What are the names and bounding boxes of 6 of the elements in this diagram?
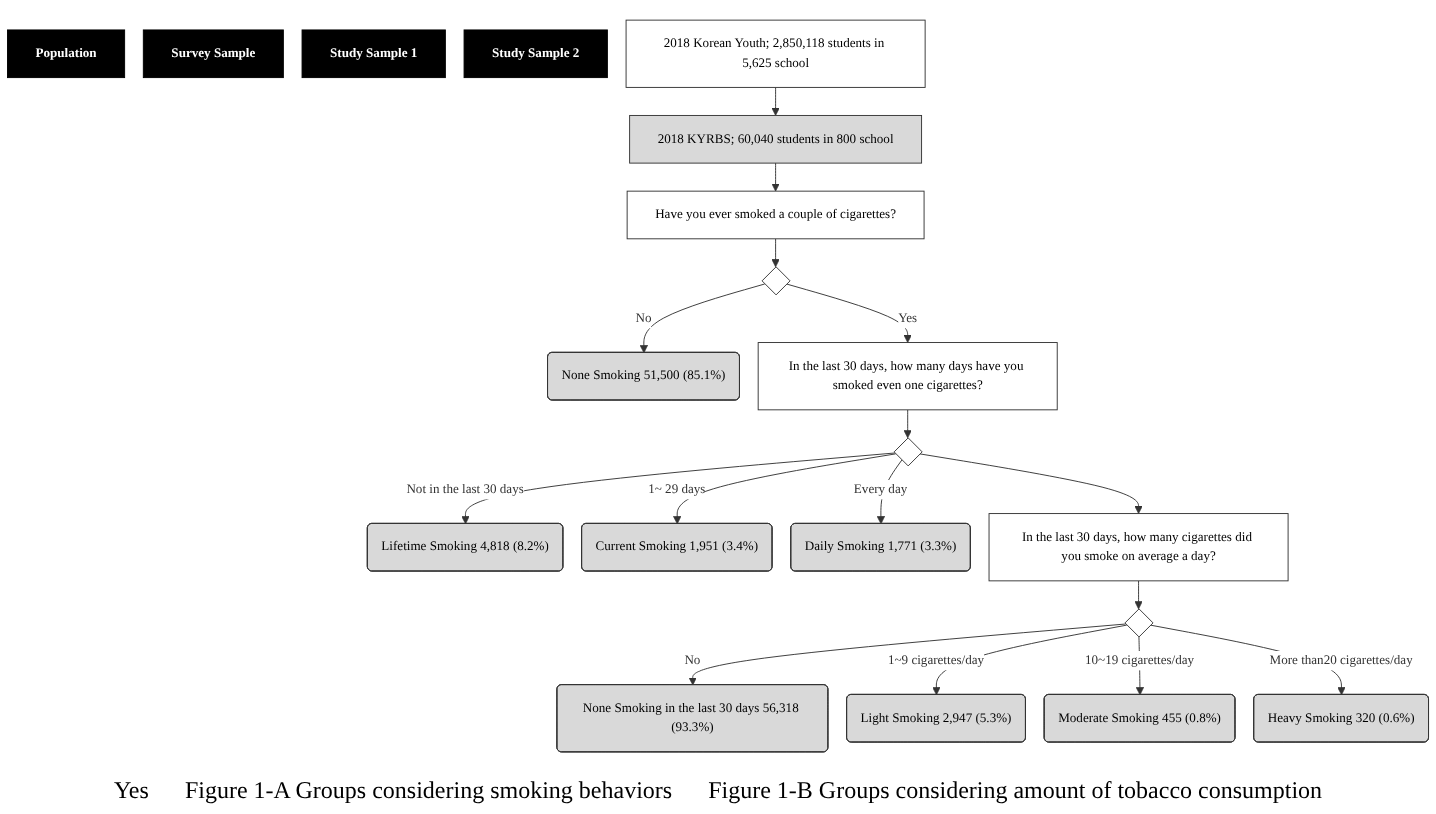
figure-caption: Figure 1-B Groups considering amount of tobacco consumption [708,776,1323,806]
node-diamond [1124,608,1154,638]
figure-caption: Figure 1-A Groups considering smoking behaviors [184,776,673,806]
figure-caption: Yes [113,776,149,806]
node-diamond [761,266,791,296]
node-diamond [893,437,923,467]
